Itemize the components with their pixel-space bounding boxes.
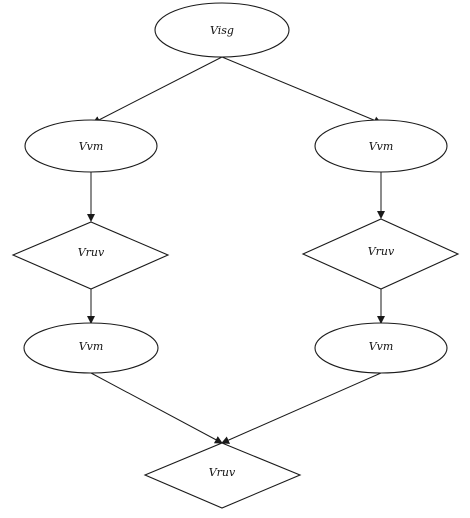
node-left-vvm-1-ellipse [24,119,158,173]
edge-visg-to-left-vvm [92,56,223,124]
node-right-vruv-2: Vruv [301,218,460,290]
node-left-vvm-3-ellipse [23,322,159,374]
node-bottom-vruv-diamond [143,442,302,509]
node-visg-ellipse [154,2,290,58]
node-right-vvm-1-label: Vvm [369,140,394,153]
node-right-vvm-1: Vvm [314,119,448,173]
node-right-vvm-3-label: Vvm [369,340,394,353]
node-left-vruv-2-label: Vruv [78,246,105,259]
node-bottom-vruv-label: Vruv [209,466,236,479]
edge-left-vvm-to-bottom-vruv [90,372,223,444]
node-left-vvm-3-label: Vvm [79,340,104,353]
node-right-vvm-3: Vvm [314,322,448,374]
edge-right-vvm-to-bottom-vruv [221,372,382,444]
edge-visg-to-right-vvm [221,56,382,125]
node-right-vvm-3-ellipse [314,322,448,374]
node-left-vruv-2: Vruv [11,221,170,290]
node-visg: Visg [154,2,290,58]
node-left-vvm-1: Vvm [24,119,158,173]
node-right-vvm-1-ellipse [314,119,448,173]
node-right-vruv-2-label: Vruv [368,245,395,258]
node-left-vvm-1-label: Vvm [79,140,104,153]
node-left-vruv-2-diamond [11,221,170,290]
node-left-vvm-3: Vvm [23,322,159,374]
node-right-vruv-2-diamond [301,218,460,290]
node-visg-label: Visg [210,24,234,37]
node-bottom-vruv: Vruv [143,442,302,509]
